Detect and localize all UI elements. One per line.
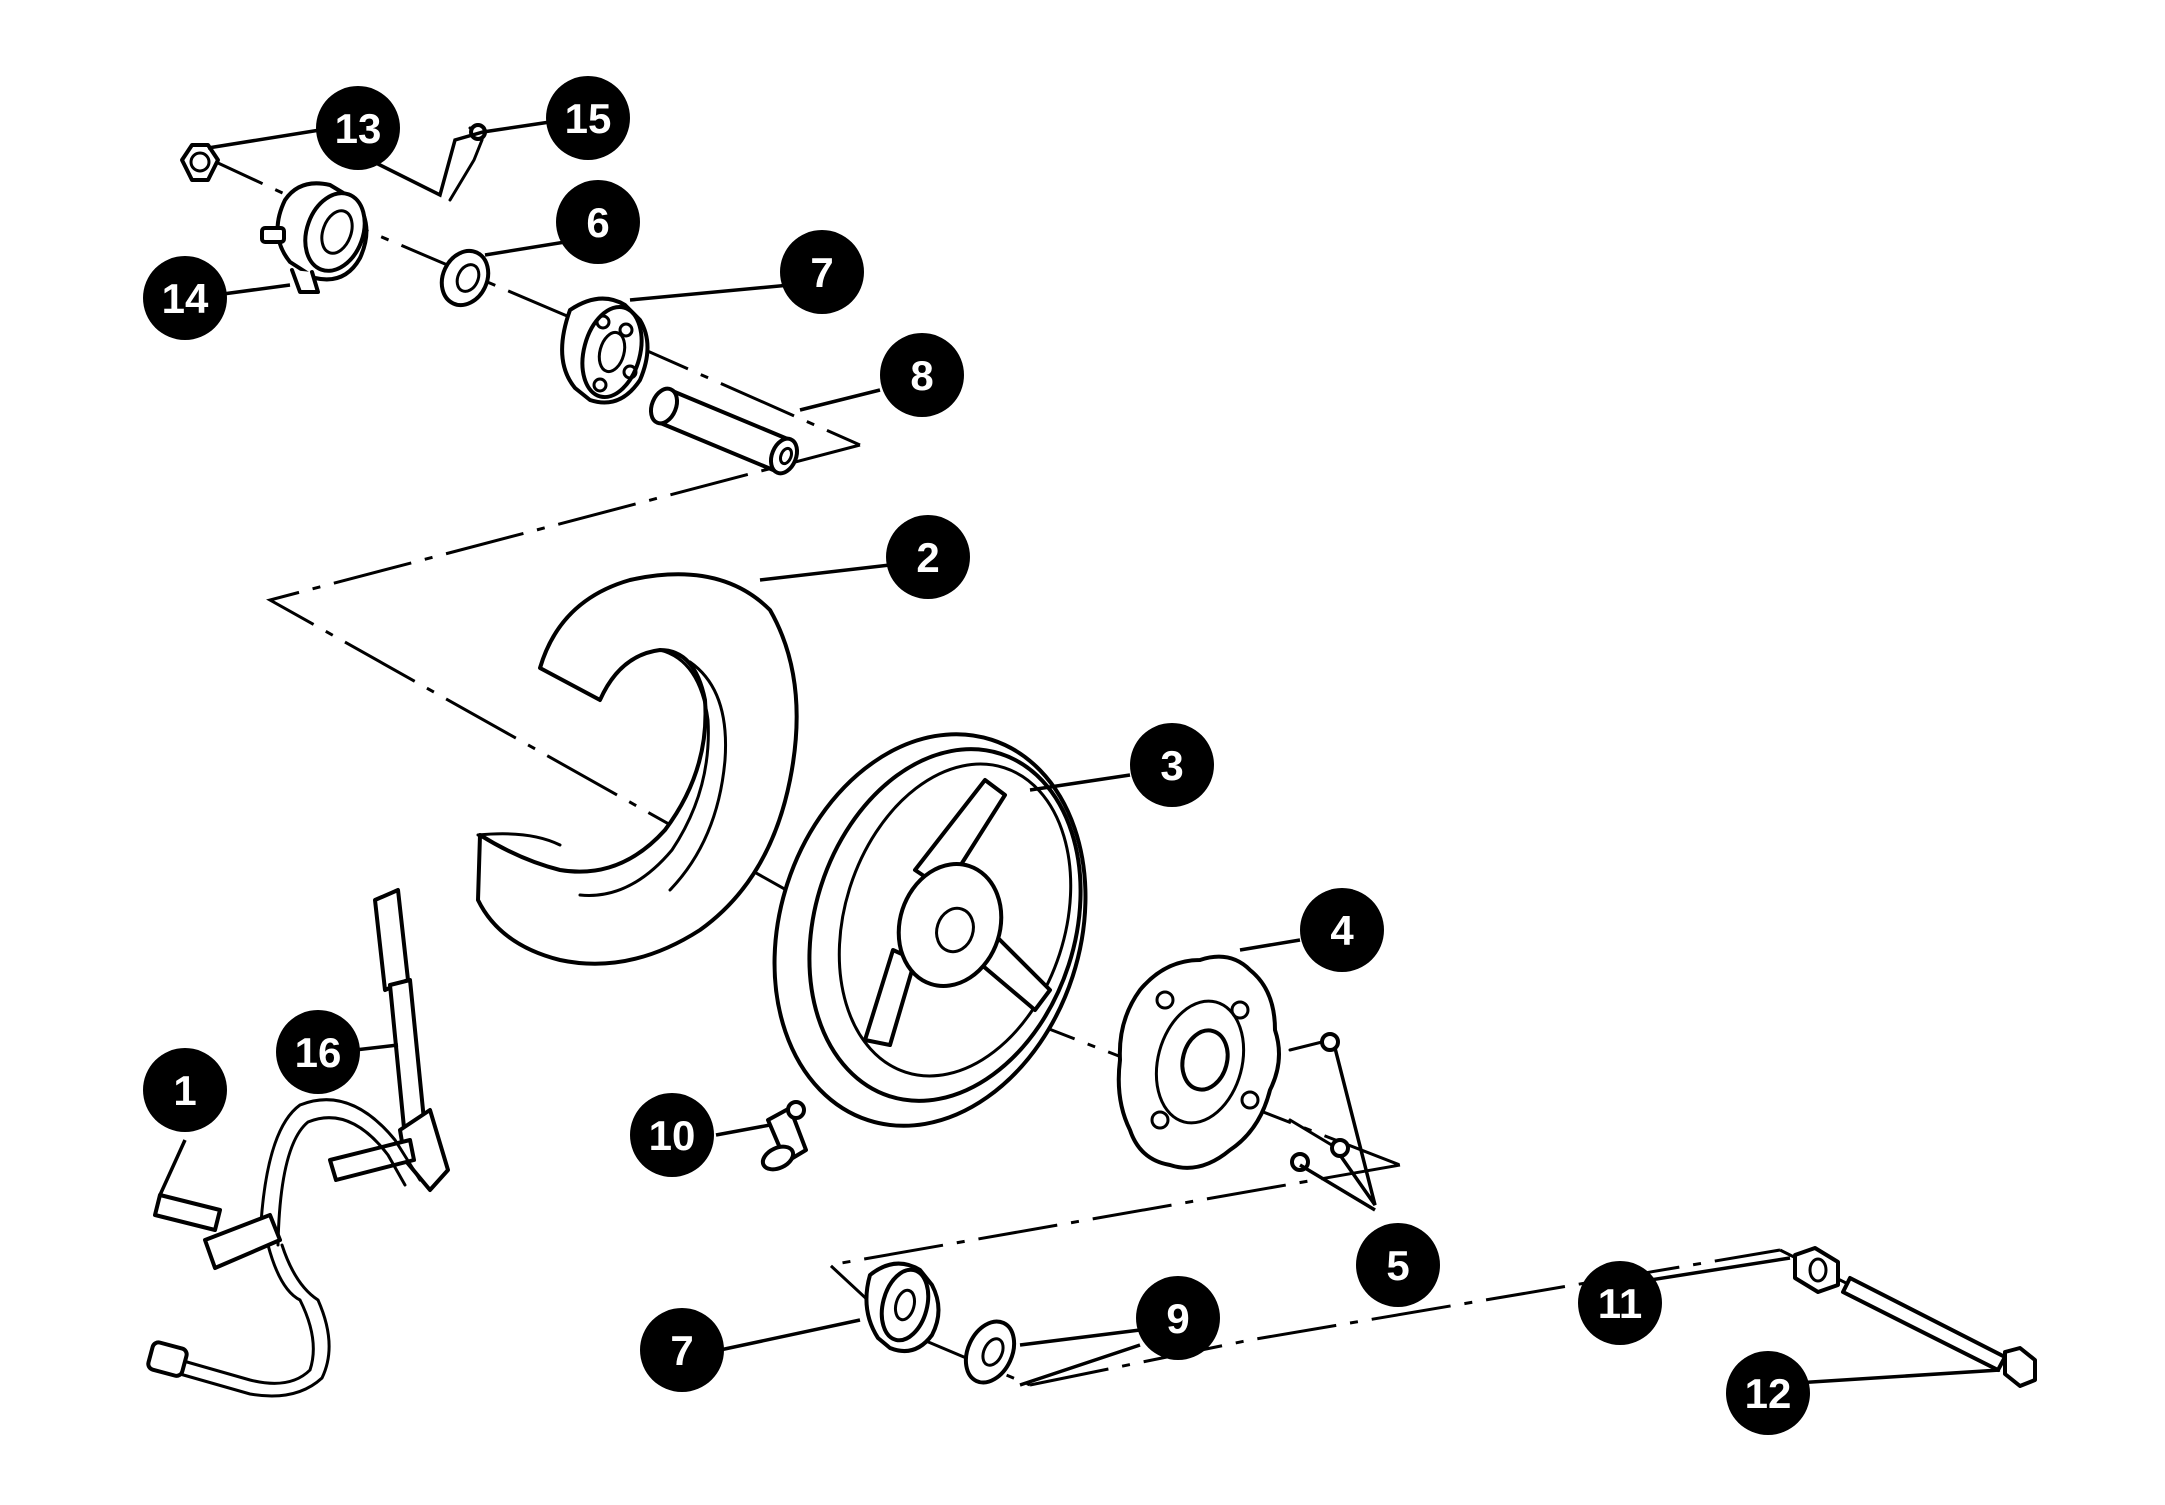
callout-15: 15 xyxy=(546,76,630,160)
part-nut-11 xyxy=(1793,1246,1840,1294)
callout-14: 14 xyxy=(143,256,227,340)
callout-11: 11 xyxy=(1578,1261,1662,1345)
callout-label: 14 xyxy=(162,275,209,322)
callout-3: 3 xyxy=(1130,723,1214,807)
callout-7-lower: 7 xyxy=(640,1308,724,1392)
callout-label: 2 xyxy=(916,534,939,581)
callout-label: 1 xyxy=(173,1067,196,1114)
part-housing-14 xyxy=(260,181,369,294)
callout-label: 16 xyxy=(295,1029,342,1076)
leader-lines xyxy=(158,120,2001,1387)
callout-10: 10 xyxy=(630,1093,714,1177)
callout-label: 13 xyxy=(335,105,382,152)
callout-label: 11 xyxy=(1598,1280,1642,1327)
callout-9: 9 xyxy=(1136,1276,1220,1360)
callout-13: 13 xyxy=(316,86,400,170)
part-sleeve-8 xyxy=(648,386,800,476)
part-bearing-7-upper xyxy=(560,296,650,405)
callout-label: 8 xyxy=(910,352,933,399)
callout-8: 8 xyxy=(880,333,964,417)
callout-12: 12 xyxy=(1726,1351,1810,1435)
part-bearing-7-lower xyxy=(864,1261,941,1353)
callout-label: 3 xyxy=(1160,742,1183,789)
callout-label: 7 xyxy=(670,1327,693,1374)
callout-5: 5 xyxy=(1356,1223,1440,1307)
part-spacer-6 xyxy=(439,248,491,308)
assembly-axes xyxy=(189,148,2031,1387)
callout-label: 7 xyxy=(810,249,833,296)
callout-label: 15 xyxy=(565,95,612,142)
part-brake-lever-16 xyxy=(328,888,450,1192)
callout-4: 4 xyxy=(1300,888,1384,972)
part-valve-10 xyxy=(760,1100,808,1172)
callout-label: 4 xyxy=(1330,907,1354,954)
part-spacer-9 xyxy=(963,1319,1017,1385)
part-axle-12 xyxy=(1841,1276,2037,1388)
callout-label: 12 xyxy=(1745,1370,1792,1417)
callout-label: 9 xyxy=(1166,1295,1189,1342)
part-bolts-5 xyxy=(1288,1032,1350,1172)
callout-7-upper: 7 xyxy=(780,230,864,314)
callout-label: 10 xyxy=(649,1112,696,1159)
callout-1: 1 xyxy=(143,1048,227,1132)
callout-16: 16 xyxy=(276,1010,360,1094)
callout-2: 2 xyxy=(886,515,970,599)
part-rim-3 xyxy=(772,732,1088,1128)
callout-label: 6 xyxy=(586,199,609,246)
part-brake-disc-4 xyxy=(1116,954,1281,1170)
callout-6: 6 xyxy=(556,180,640,264)
part-nut-13 xyxy=(180,143,220,182)
callout-label: 5 xyxy=(1386,1242,1409,1289)
part-tyre-2 xyxy=(476,572,799,966)
part-brake-hose-1 xyxy=(146,1098,422,1398)
